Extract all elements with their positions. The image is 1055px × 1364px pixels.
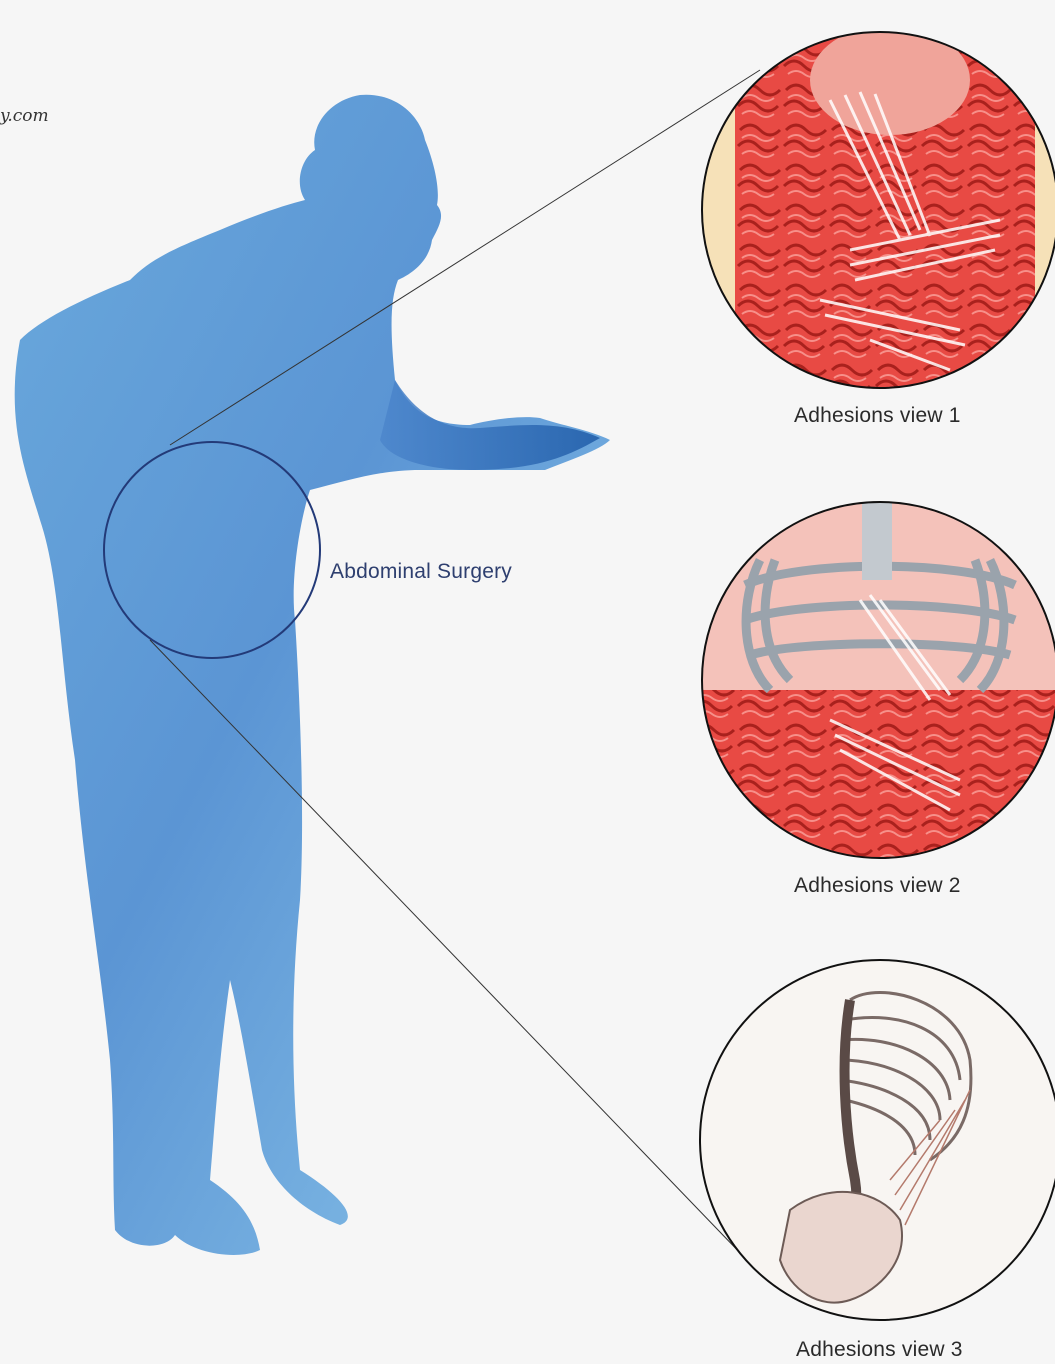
abdominal-surgery-label: Abdominal Surgery [330, 560, 512, 584]
adhesions-view-1-image [700, 25, 1055, 390]
adhesions-view-1-label: Adhesions view 1 [794, 404, 961, 428]
adhesions-view-3-image [700, 960, 1055, 1320]
man-silhouette [15, 95, 610, 1255]
adhesions-view-2-label: Adhesions view 2 [794, 874, 961, 898]
watermark-text: y.com [0, 106, 49, 126]
adhesions-view-3-label: Adhesions view 3 [796, 1338, 963, 1362]
adhesions-view-2-image [700, 500, 1055, 870]
